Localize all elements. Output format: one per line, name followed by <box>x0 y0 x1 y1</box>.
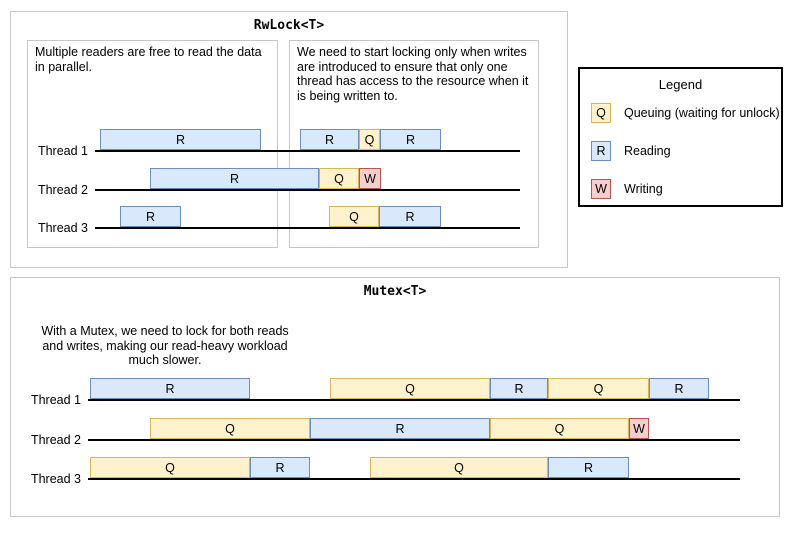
rwlock-timeline <box>95 150 520 152</box>
legend-item-reading: R Reading <box>591 141 671 161</box>
mutex-block-queuing: Q <box>370 457 548 478</box>
mutex-block-queuing: Q <box>330 378 490 399</box>
reading-swatch: R <box>591 141 611 161</box>
mutex-block-reading: R <box>250 457 310 478</box>
mutex-block-queuing: Q <box>490 418 629 439</box>
rwlock-title: RwLock<T> <box>253 18 325 33</box>
rwlock-timeline <box>95 227 520 229</box>
rwlock-block-reading: R <box>150 168 319 189</box>
mutex-title: Mutex<T> <box>363 284 427 299</box>
legend-title: Legend <box>658 77 703 92</box>
rwlock-block-reading: R <box>120 206 181 227</box>
mutex-block-queuing: Q <box>150 418 310 439</box>
mutex-block-queuing: Q <box>90 457 250 478</box>
mutex-block-reading: R <box>649 378 709 399</box>
rwlock-block-queuing: Q <box>319 168 359 189</box>
rwlock-thread-label: Thread 2 <box>37 183 88 197</box>
rwlock-thread-label: Thread 1 <box>37 144 88 158</box>
rwlock-thread-label: Thread 3 <box>37 221 88 235</box>
mutex-thread-label: Thread 2 <box>30 433 81 447</box>
mutex-block-queuing: Q <box>548 378 649 399</box>
legend-item-label: Reading <box>624 144 671 158</box>
rwlock-block-reading: R <box>380 129 441 150</box>
legend-box: Legend Q Queuing (waiting for unlock) R Rea… <box>578 67 783 207</box>
mutex-timeline <box>88 399 740 401</box>
rwlock-left-caption: Multiple readers are free to read the da… <box>35 45 262 74</box>
legend-item-label: Writing <box>624 182 663 196</box>
rwlock-right-caption: We need to start locking only when write… <box>297 45 529 103</box>
rwlock-block-queuing: Q <box>359 129 380 150</box>
legend-item-queuing: Q Queuing (waiting for unlock) <box>591 103 780 123</box>
mutex-thread-label: Thread 1 <box>30 393 81 407</box>
mutex-block-reading: R <box>310 418 490 439</box>
mutex-timeline <box>88 439 740 441</box>
legend-item-writing: W Writing <box>591 179 663 199</box>
rwlock-block-reading: R <box>379 206 441 227</box>
mutex-timeline <box>88 478 740 480</box>
rwlock-block-queuing: Q <box>329 206 379 227</box>
rwlock-timeline <box>95 189 520 191</box>
rwlock-block-writing: W <box>359 168 381 189</box>
mutex-block-reading: R <box>490 378 548 399</box>
mutex-caption: With a Mutex, we need to lock for both r… <box>41 324 289 367</box>
mutex-block-writing: W <box>629 418 649 439</box>
mutex-thread-label: Thread 3 <box>30 472 81 486</box>
writing-swatch: W <box>591 179 611 199</box>
mutex-block-reading: R <box>548 457 629 478</box>
mutex-block-reading: R <box>90 378 250 399</box>
rwlock-block-reading: R <box>100 129 261 150</box>
legend-item-label: Queuing (waiting for unlock) <box>624 106 780 120</box>
rwlock-block-reading: R <box>300 129 359 150</box>
queuing-swatch: Q <box>591 103 611 123</box>
